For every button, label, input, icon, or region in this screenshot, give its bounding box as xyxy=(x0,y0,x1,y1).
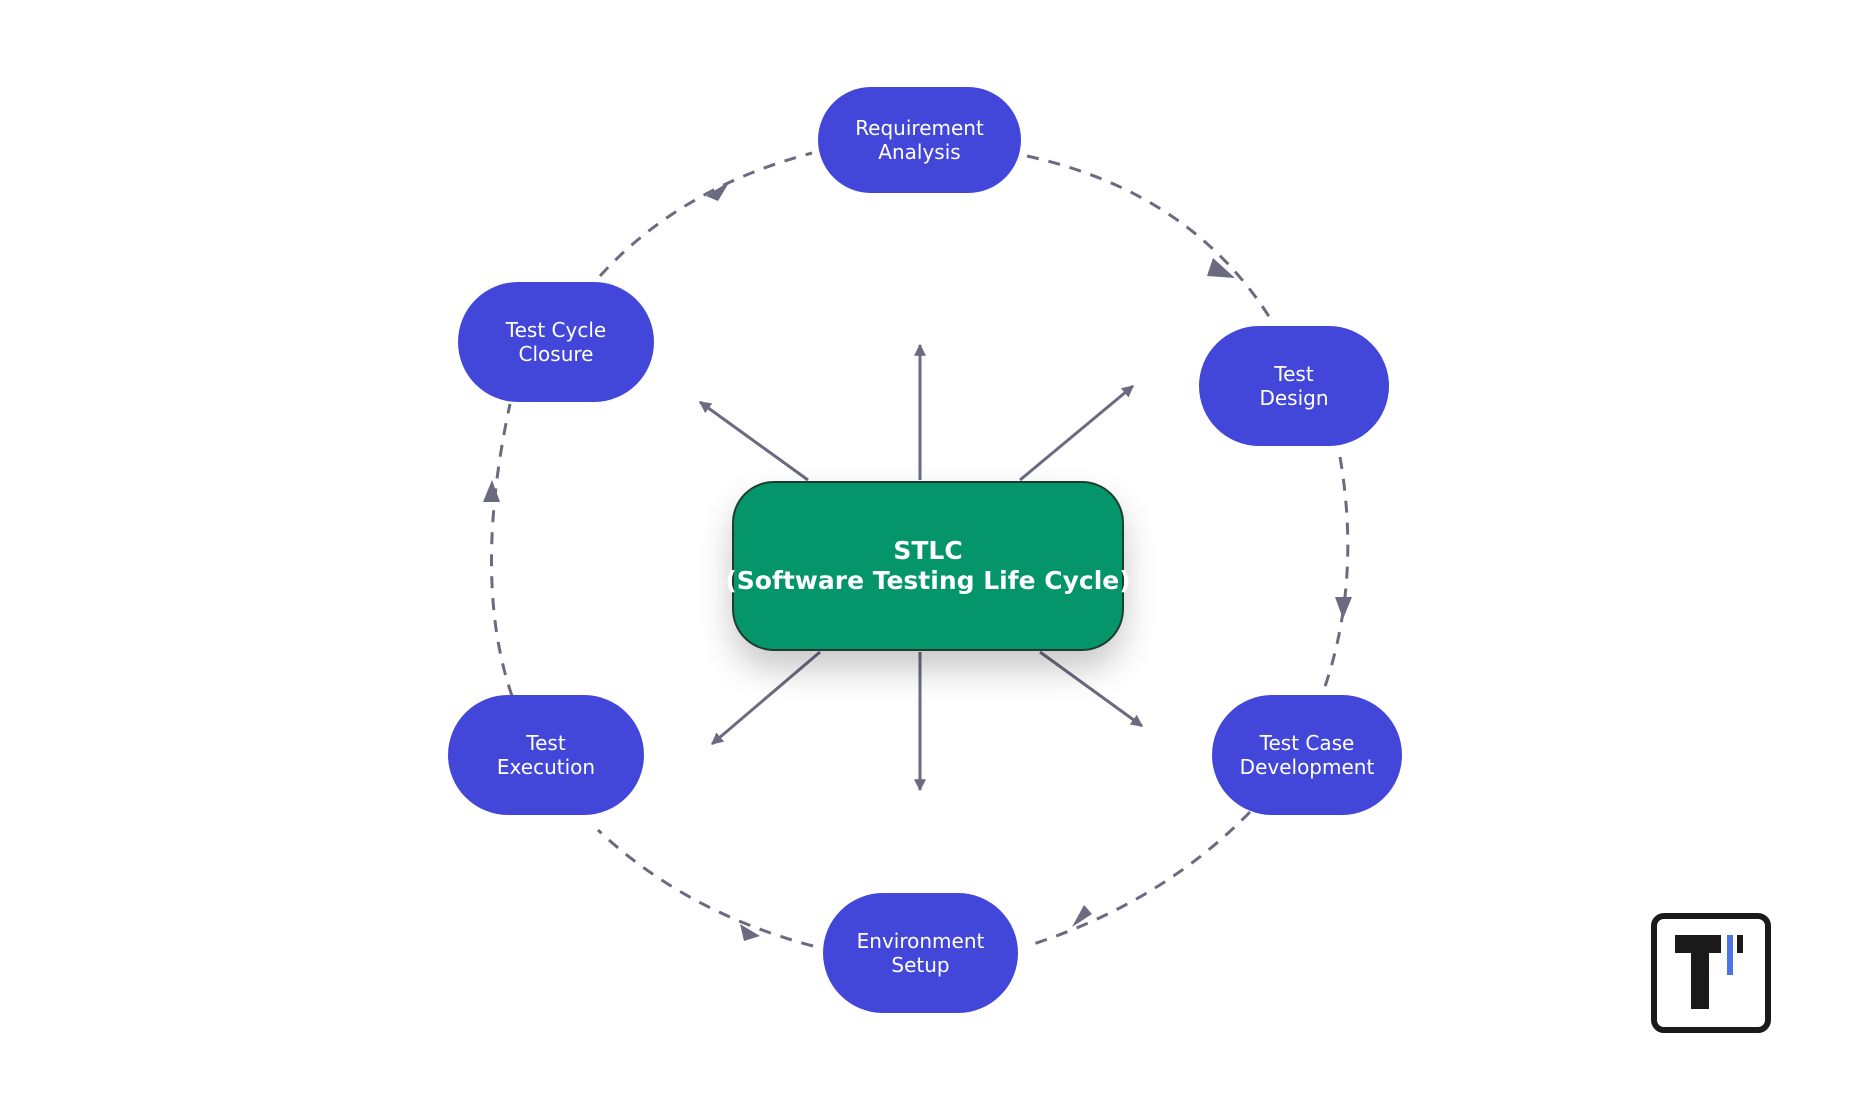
radial-arrow-up-right xyxy=(1019,384,1134,482)
cycle-arrowhead-5 xyxy=(483,480,500,502)
cycle-arc-development-to-setup xyxy=(1026,810,1252,948)
stage-label-line1: Test Cycle xyxy=(505,317,607,342)
cycle-arc-design-to-development xyxy=(1320,456,1350,696)
stage-label-line1: Requirement xyxy=(855,115,984,140)
stage-label-line2: Design xyxy=(1259,386,1329,410)
cycle-arc-execution-to-closure xyxy=(490,403,514,697)
cycle-arc-setup-to-execution xyxy=(596,828,814,948)
center-node-stlc: STLC (Software Testing Life Cycle) xyxy=(725,481,1131,651)
center-title: STLC xyxy=(893,535,963,565)
stage-label-line1: Test Case xyxy=(1259,730,1355,755)
stage-node-test-cycle-closure: Test Cycle Closure xyxy=(458,282,654,402)
radial-arrow-down-right xyxy=(1039,650,1143,728)
stage-label-line2: Closure xyxy=(518,342,594,366)
stage-node-test-execution: Test Execution xyxy=(448,695,644,815)
stage-node-environment-setup: Environment Setup xyxy=(823,893,1018,1013)
cycle-arrowhead-2 xyxy=(1335,597,1352,619)
stage-node-requirement-analysis: Requirement Analysis xyxy=(818,87,1021,193)
radial-arrow-down-left xyxy=(711,650,821,746)
stage-label-line1: Test xyxy=(526,730,566,755)
stage-node-test-design: Test Design xyxy=(1199,326,1389,446)
t-letter-logo-icon xyxy=(1651,913,1771,1033)
cycle-arc-closure-to-analysis xyxy=(598,151,813,278)
cycle-arrowhead-1 xyxy=(1207,258,1235,278)
cycle-arc-analysis-to-design xyxy=(1026,154,1272,319)
stage-label-line1: Test xyxy=(1274,361,1314,386)
cycle-arrowhead-6 xyxy=(706,181,730,201)
stage-label-line2: Analysis xyxy=(878,140,961,164)
stage-node-test-case-development: Test Case Development xyxy=(1212,695,1402,815)
stage-label-line1: Environment xyxy=(856,928,985,953)
stage-label-line2: Development xyxy=(1239,755,1375,779)
stage-label-line2: Execution xyxy=(496,755,596,779)
cycle-arrowhead-4 xyxy=(740,924,760,941)
center-subtitle: (Software Testing Life Cycle) xyxy=(725,566,1131,595)
cycle-arrowhead-3 xyxy=(1072,905,1092,927)
radial-arrow-up-left xyxy=(699,400,809,482)
stage-label-line2: Setup xyxy=(891,953,950,977)
